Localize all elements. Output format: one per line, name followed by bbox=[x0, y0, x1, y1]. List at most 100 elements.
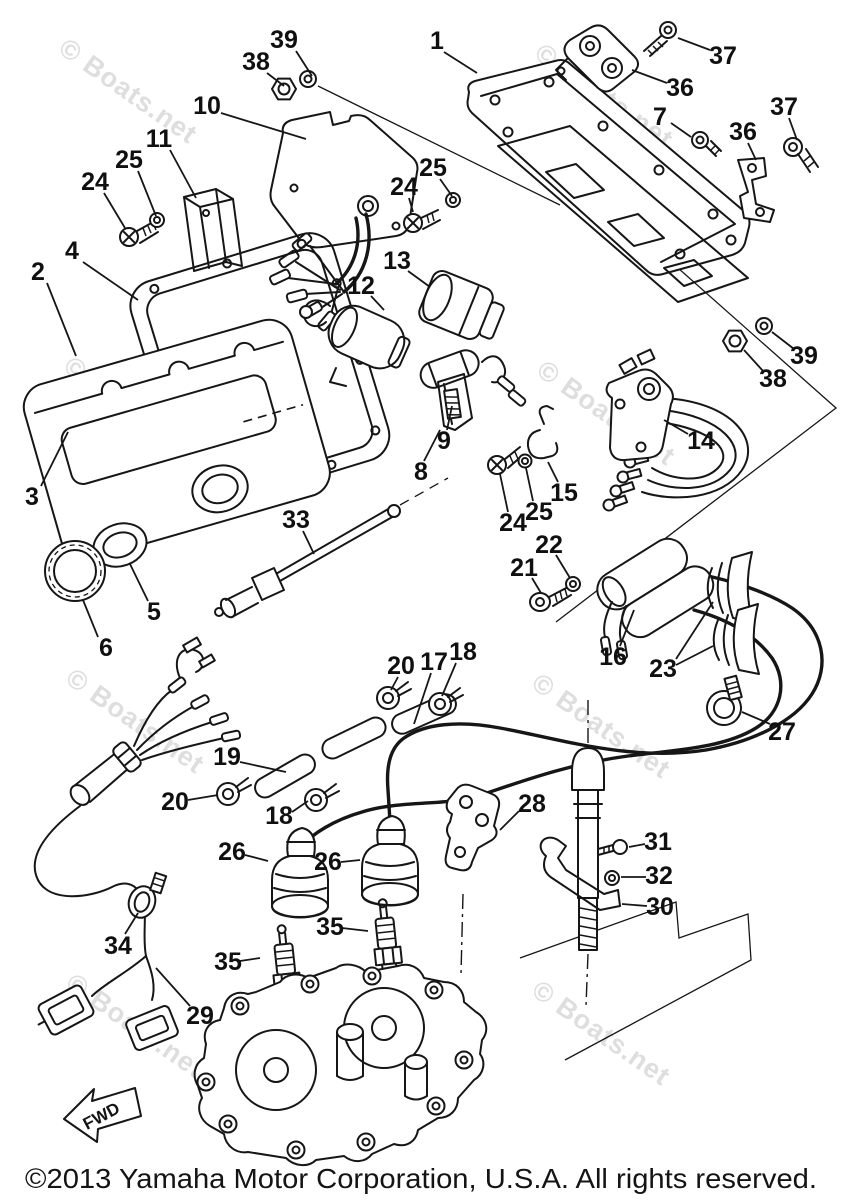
cable-tie-34 bbox=[127, 871, 168, 919]
leader-line-29 bbox=[155, 967, 191, 1007]
part-number-1-3[interactable]: 1 bbox=[430, 27, 444, 55]
clamp-15 bbox=[526, 405, 559, 460]
part-number-37-7[interactable]: 37 bbox=[770, 93, 798, 121]
leader-line-36 bbox=[631, 69, 668, 84]
cover-label-recess-3 bbox=[60, 374, 277, 485]
leader-line-26 bbox=[244, 854, 269, 862]
part-number-25-25[interactable]: 25 bbox=[525, 498, 553, 526]
part-number-39-0[interactable]: 39 bbox=[270, 26, 298, 54]
part-number-24-11[interactable]: 24 bbox=[81, 168, 109, 196]
screw-24-mid bbox=[487, 446, 524, 475]
part-number-26-42[interactable]: 26 bbox=[314, 848, 342, 876]
leader-line-28 bbox=[499, 810, 520, 831]
part-number-18-40[interactable]: 18 bbox=[265, 802, 293, 830]
leader-line-13 bbox=[407, 270, 431, 288]
part-number-8-22[interactable]: 8 bbox=[414, 458, 428, 486]
part-number-19-38[interactable]: 19 bbox=[213, 743, 241, 771]
part-number-29-50[interactable]: 29 bbox=[186, 1002, 214, 1030]
tube-19-b bbox=[321, 716, 387, 760]
leader-line-37 bbox=[677, 37, 711, 51]
part-number-30-46[interactable]: 30 bbox=[646, 893, 674, 921]
clamp-18-top bbox=[428, 687, 464, 716]
part-number-38-1[interactable]: 38 bbox=[242, 48, 270, 76]
part-number-12-15[interactable]: 12 bbox=[347, 272, 375, 300]
part-number-6-31[interactable]: 6 bbox=[99, 634, 113, 662]
part-number-15-24[interactable]: 15 bbox=[550, 479, 578, 507]
part-number-39-18[interactable]: 39 bbox=[790, 342, 818, 370]
part-number-11-9[interactable]: 11 bbox=[146, 125, 173, 153]
part-number-18-36[interactable]: 18 bbox=[449, 638, 477, 666]
part-number-25-12[interactable]: 25 bbox=[419, 154, 447, 182]
part-number-14-23[interactable]: 14 bbox=[687, 427, 715, 455]
part-number-28-43[interactable]: 28 bbox=[518, 790, 546, 818]
part-number-7-6[interactable]: 7 bbox=[653, 103, 667, 131]
clamp-20-bottom bbox=[216, 777, 252, 806]
wire-harness-29 bbox=[33, 636, 242, 1051]
leader-line-17 bbox=[413, 672, 432, 725]
screw-24-center bbox=[403, 209, 441, 233]
part-number-24-13[interactable]: 24 bbox=[390, 173, 418, 201]
part-number-26-41[interactable]: 26 bbox=[218, 838, 246, 866]
washer-25-mid bbox=[517, 453, 533, 469]
part-number-33-29[interactable]: 33 bbox=[282, 506, 310, 534]
part-number-25-10[interactable]: 25 bbox=[115, 146, 143, 174]
leader-line-7 bbox=[670, 122, 692, 138]
part-number-35-49[interactable]: 35 bbox=[316, 913, 344, 941]
leader-line-39 bbox=[295, 50, 313, 77]
leader-line-2 bbox=[46, 282, 77, 357]
washer-25-center bbox=[445, 192, 461, 208]
part-number-17-35[interactable]: 17 bbox=[420, 648, 448, 676]
nut-38-right bbox=[722, 329, 748, 353]
fuse-holder-8-9 bbox=[419, 349, 527, 431]
part-number-5-30[interactable]: 5 bbox=[147, 598, 161, 626]
plug-wire-b bbox=[300, 608, 783, 848]
part-number-4-17[interactable]: 4 bbox=[65, 237, 79, 265]
part-number-10-2[interactable]: 10 bbox=[193, 92, 221, 120]
nut-38-top bbox=[271, 77, 297, 101]
part-number-20-37[interactable]: 20 bbox=[387, 652, 415, 680]
leader-line-38 bbox=[266, 72, 285, 87]
part-number-37-4[interactable]: 37 bbox=[709, 42, 737, 70]
leader-line-3 bbox=[40, 431, 69, 487]
leader-line-23 bbox=[675, 601, 714, 660]
electrical-cover-2 bbox=[22, 318, 331, 561]
bolt-37-right bbox=[783, 137, 819, 173]
part-number-36-8[interactable]: 36 bbox=[729, 118, 757, 146]
part-number-27-34[interactable]: 27 bbox=[768, 718, 796, 746]
part-number-38-19[interactable]: 38 bbox=[759, 365, 787, 393]
part-number-31-44[interactable]: 31 bbox=[644, 828, 672, 856]
part-number-16-32[interactable]: 16 bbox=[599, 643, 627, 671]
link-rod-33 bbox=[214, 477, 449, 619]
leader-line-18 bbox=[441, 662, 457, 697]
part-number-22-27[interactable]: 22 bbox=[535, 531, 563, 559]
part-number-35-48[interactable]: 35 bbox=[214, 948, 242, 976]
part-number-13-14[interactable]: 13 bbox=[383, 247, 411, 275]
relay-14 bbox=[602, 348, 750, 512]
leader-line-38 bbox=[743, 349, 764, 372]
part-number-21-28[interactable]: 21 bbox=[510, 554, 538, 582]
bracket-30 bbox=[539, 836, 621, 911]
part-number-32-45[interactable]: 32 bbox=[645, 862, 673, 890]
washer-32 bbox=[604, 870, 620, 886]
leader-line-36 bbox=[747, 142, 757, 161]
part-number-36-5[interactable]: 36 bbox=[666, 74, 694, 102]
leader-line-35 bbox=[239, 957, 261, 962]
leader-line-21 bbox=[531, 577, 542, 594]
part-number-9-21[interactable]: 9 bbox=[437, 427, 451, 455]
bracket-36-right bbox=[737, 157, 775, 223]
clamp-18-bottom bbox=[304, 783, 340, 812]
part-number-23-33[interactable]: 23 bbox=[649, 655, 677, 683]
part-number-24-26[interactable]: 24 bbox=[499, 509, 527, 537]
part-number-3-20[interactable]: 3 bbox=[25, 483, 39, 511]
leader-line-31 bbox=[628, 843, 646, 848]
watermark-0: © Boats.net bbox=[54, 32, 203, 149]
part-number-20-39[interactable]: 20 bbox=[161, 788, 189, 816]
cdi-unit-10 bbox=[269, 111, 419, 332]
part-number-34-47[interactable]: 34 bbox=[104, 932, 132, 960]
leader-line-19 bbox=[239, 761, 287, 773]
leader-line-33 bbox=[302, 530, 315, 555]
part-number-2-16[interactable]: 2 bbox=[31, 258, 45, 286]
fwd-arrow: FWD bbox=[63, 1087, 142, 1143]
washer-22 bbox=[565, 576, 581, 592]
